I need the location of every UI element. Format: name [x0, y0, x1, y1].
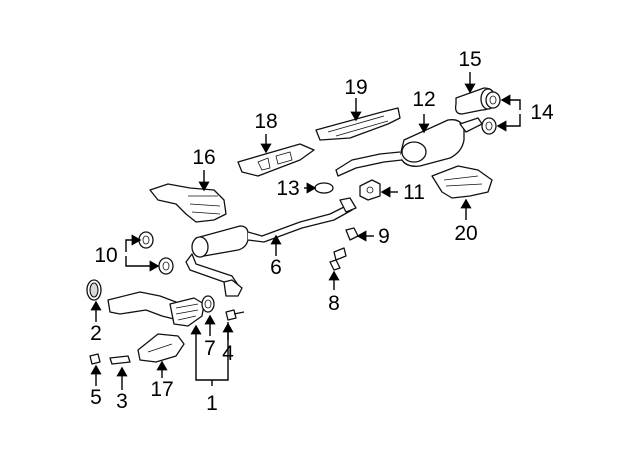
nut-5: [89, 353, 101, 365]
leader-lines: [90, 72, 521, 390]
gasket-13: [314, 182, 334, 194]
heat-shield-17: [137, 333, 185, 363]
hanger-10: [138, 231, 174, 275]
callout-13: 13: [276, 177, 299, 200]
callout-8: 8: [328, 292, 340, 315]
front-pipe-1: [107, 291, 205, 327]
heat-shield-16: [149, 183, 227, 223]
nut-9: [345, 227, 359, 241]
heat-shield-20: [431, 165, 493, 199]
callout-11: 11: [403, 181, 425, 204]
callout-12: 12: [412, 88, 435, 111]
callout-15: 15: [458, 48, 481, 71]
callout-17: 17: [150, 378, 173, 401]
heat-shield-18: [237, 143, 315, 177]
callouts: 1 2 3 4 5 6 7 8 9 10 11 12 13 14 15 16 1…: [90, 48, 554, 415]
callout-14: 14: [530, 101, 554, 124]
stud-3: [109, 355, 131, 365]
callout-1: 1: [206, 392, 218, 415]
gasket-2: [86, 279, 102, 301]
rear-muffler-12: [335, 117, 483, 177]
hanger-14: [481, 91, 501, 135]
callout-16: 16: [192, 146, 215, 169]
callout-2: 2: [90, 322, 102, 345]
bracket-11: [359, 179, 381, 201]
callout-4: 4: [222, 342, 234, 365]
bolt-4: [225, 309, 245, 321]
callout-10: 10: [94, 244, 117, 267]
callout-5: 5: [90, 386, 102, 409]
callout-19: 19: [344, 76, 367, 99]
center-pipe-6: [185, 197, 357, 297]
gasket-7: [201, 295, 215, 313]
heat-shield-19: [315, 107, 401, 141]
callout-9: 9: [378, 225, 390, 248]
callout-3: 3: [116, 390, 128, 413]
callout-20: 20: [454, 222, 477, 245]
callout-18: 18: [254, 110, 277, 133]
callout-7: 7: [204, 337, 216, 360]
callout-6: 6: [270, 256, 282, 279]
bolt-8: [329, 247, 347, 271]
